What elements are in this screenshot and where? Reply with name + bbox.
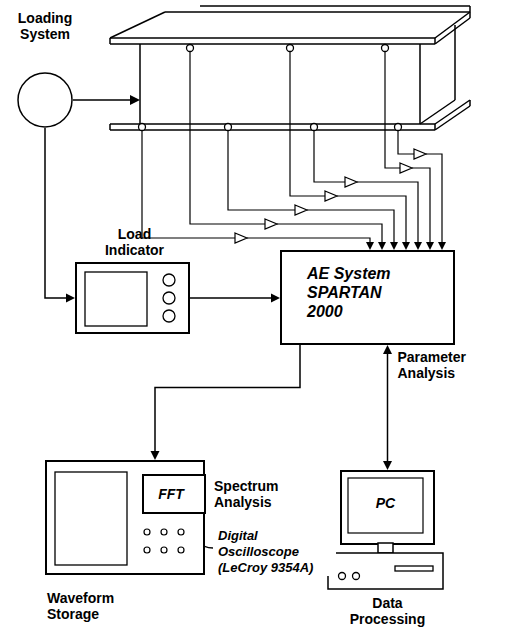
device-label: Digital Oscilloscope (LeCroy 9354A) (218, 528, 336, 576)
node-text: PC (340, 495, 431, 511)
device-drawing (17, 72, 73, 128)
edge-label: Parameter Analysis (398, 349, 478, 381)
connector-arrow (45, 128, 75, 303)
node-text: AE System SPARTAN 2000 (307, 264, 417, 321)
connector-arrow (383, 345, 392, 470)
load-indicator: Load Indicator (75, 262, 190, 334)
connector-arrow (151, 345, 301, 460)
loading-circle: Loading System (17, 72, 73, 128)
node-heading: Loading System (5, 10, 85, 42)
node-heading: Spectrum Analysis (214, 478, 294, 510)
connector-arrow (190, 294, 280, 303)
device-drawing (77, 264, 192, 336)
ae-system-box: AE System SPARTAN 2000 (280, 250, 455, 345)
pc-monitor: PCData Processing (340, 470, 435, 545)
node-heading: Waveform Storage (47, 590, 137, 622)
node-heading: Load Indicator (97, 226, 172, 258)
fft-box: FFTSpectrum Analysis (142, 474, 206, 514)
oscilloscope: Waveform StorageFFTSpectrum Analysis (45, 460, 205, 575)
node-text: FFT (144, 486, 198, 502)
node-heading: Data Processing (345, 595, 430, 627)
